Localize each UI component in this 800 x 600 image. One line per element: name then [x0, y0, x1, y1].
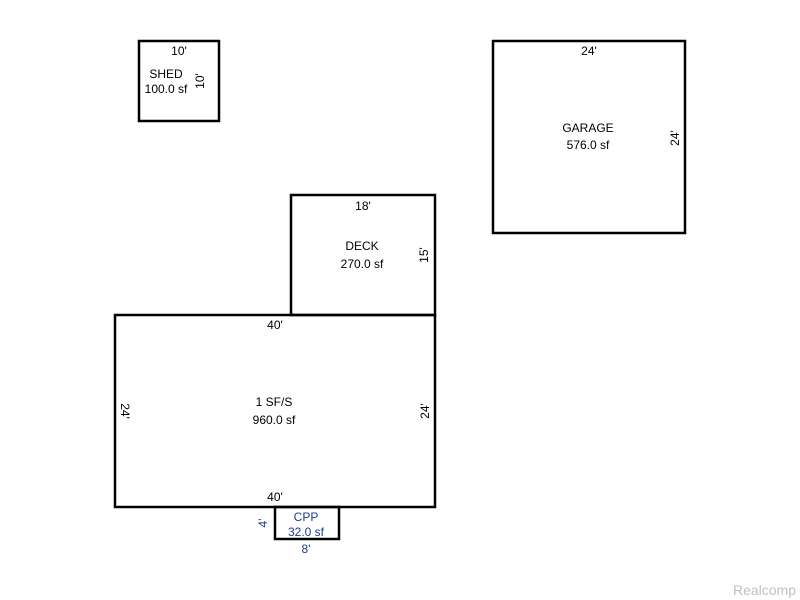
shed-top-dimension: 10' — [171, 44, 187, 58]
shed-label: SHED — [149, 67, 183, 81]
house-right-dimension: 24' — [418, 403, 432, 419]
garage-area-label: 576.0 sf — [567, 138, 610, 152]
house-label: 1 SF/S — [256, 395, 293, 409]
deck-side-dimension: 15' — [417, 247, 431, 263]
garage-top-dimension: 24' — [581, 44, 597, 58]
deck-outline — [289, 193, 437, 317]
shed-side-dimension: 10' — [193, 73, 207, 89]
cpp-label: CPP — [294, 510, 319, 524]
house-left-dimension: 24' — [118, 403, 132, 419]
house-outline — [113, 313, 437, 509]
garage-label: GARAGE — [562, 121, 613, 135]
shed-outline — [137, 39, 221, 123]
cpp-outline — [273, 505, 341, 541]
garage-area: 24' GARAGE 576.0 sf 24' — [491, 39, 687, 235]
house-area: 40' 40' 1 SF/S 960.0 sf 24' 24' — [113, 313, 437, 509]
cpp-area-label: 32.0 sf — [288, 525, 325, 539]
deck-top-dimension: 18' — [355, 199, 371, 213]
shed-area-label: 100.0 sf — [145, 82, 188, 96]
cpp-area: CPP 32.0 sf 4' 8' — [256, 505, 341, 556]
deck-label: DECK — [345, 239, 378, 253]
cpp-bottom-dimension: 8' — [302, 542, 311, 556]
cpp-side-dimension: 4' — [256, 519, 270, 528]
deck-area-label: 270.0 sf — [341, 257, 384, 271]
house-top-dimension: 40' — [267, 318, 283, 332]
garage-outline — [491, 39, 687, 235]
deck-area: 18' DECK 270.0 sf 15' — [289, 193, 437, 317]
shed-area: 10' SHED 100.0 sf 10' — [137, 39, 221, 123]
realcomp-watermark: Realcomp — [733, 582, 796, 598]
house-bottom-dimension: 40' — [267, 490, 283, 504]
garage-side-dimension: 24' — [668, 130, 682, 146]
house-area-label: 960.0 sf — [253, 413, 296, 427]
